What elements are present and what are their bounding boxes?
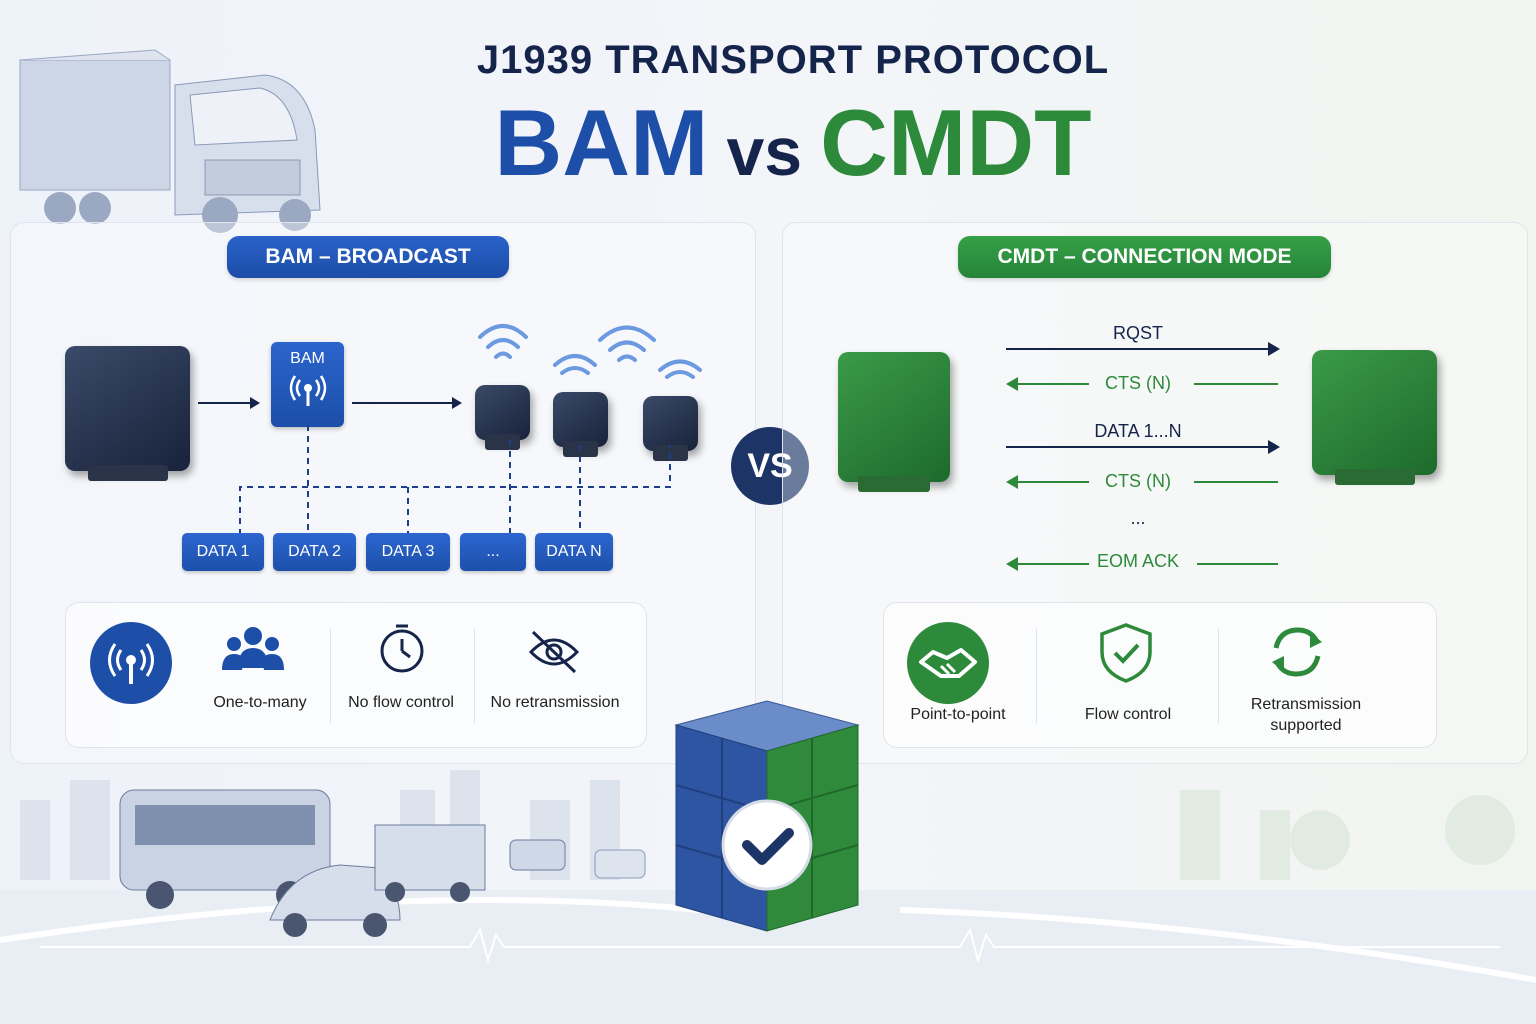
delivery-truck-icon xyxy=(374,824,486,902)
data-box: DATA 1 xyxy=(182,533,264,571)
divider xyxy=(474,628,475,724)
receiver-ecu-icon xyxy=(1312,350,1437,485)
subtitle: J1939 TRANSPORT PROTOCOL xyxy=(476,38,1110,82)
divider xyxy=(330,628,331,724)
arrow-to-receivers xyxy=(352,397,462,409)
message-arrows xyxy=(1006,342,1280,571)
cmdt-heading: CMDT – CONNECTION MODE xyxy=(958,236,1331,278)
refresh-icon xyxy=(1272,627,1322,677)
broadcast-circle-icon xyxy=(90,622,172,704)
shield-check-icon xyxy=(1100,623,1152,683)
message-label: CTS (N) xyxy=(1105,471,1171,491)
arrow-to-bam xyxy=(198,397,260,409)
feature-label: No flow control xyxy=(348,694,454,711)
divider xyxy=(1218,628,1219,724)
bus-icon xyxy=(119,789,331,909)
message-label: EOM ACK xyxy=(1096,551,1180,571)
no-retransmission-icon xyxy=(528,630,580,674)
message-label: DATA 1...N xyxy=(1094,421,1182,441)
vs-badge: VS xyxy=(731,427,809,505)
feature-label: Point-to-point xyxy=(910,706,1006,723)
data-bus-lines xyxy=(239,425,671,535)
truck-illustration xyxy=(19,49,321,233)
sender-ecu-icon xyxy=(838,352,950,492)
feature-label: Flow control xyxy=(1084,706,1172,723)
receiver-ecu-icon xyxy=(475,385,530,450)
sender-ecu-icon xyxy=(65,346,190,481)
road-scene xyxy=(0,770,1536,1024)
data-box: DATA 2 xyxy=(273,533,356,571)
feature-label: No retransmission xyxy=(490,694,620,711)
message-label: RQST xyxy=(1112,323,1163,343)
data-box: ... xyxy=(460,533,526,571)
divider xyxy=(1036,628,1037,724)
bam-heading: BAM – BROADCAST xyxy=(227,236,509,278)
title-bam: BAM xyxy=(494,90,709,195)
group-icon xyxy=(222,627,284,670)
title-vs: vs xyxy=(726,114,803,190)
feature-label: One-to-many xyxy=(213,694,307,711)
wifi-icon xyxy=(478,324,702,379)
bam-module-label: BAM xyxy=(290,350,325,367)
message-label: CTS (N) xyxy=(1105,373,1171,393)
receiver-ecu-icon xyxy=(643,396,698,461)
data-box: DATA N xyxy=(535,533,613,571)
feature-label: Retransmission supported xyxy=(1250,696,1362,734)
broadcast-icon xyxy=(289,375,326,406)
timer-icon xyxy=(380,624,424,673)
handshake-icon xyxy=(907,622,989,704)
message-label: ... xyxy=(1130,508,1146,528)
receiver-ecu-icon xyxy=(553,392,608,457)
cube-check-illustration xyxy=(674,700,860,932)
bam-module: BAM xyxy=(271,342,344,427)
data-box: DATA 3 xyxy=(366,533,450,571)
car-icon xyxy=(269,864,401,937)
title-cmdt: CMDT xyxy=(820,90,1092,195)
